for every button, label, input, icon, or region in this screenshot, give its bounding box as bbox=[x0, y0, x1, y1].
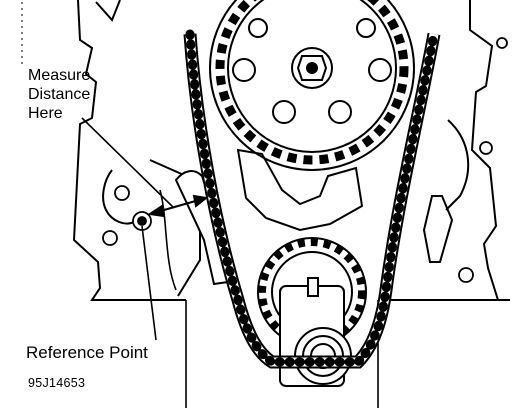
chain-tensioner bbox=[174, 148, 364, 286]
block-bolt-bosses bbox=[102, 185, 152, 246]
engine-block-left bbox=[21, 0, 201, 301]
measure-arrow bbox=[147, 194, 209, 218]
measure-distance-label: Measure Distance Here bbox=[28, 66, 90, 123]
measure-line-3: Here bbox=[28, 105, 63, 122]
timing-chain bbox=[183, 29, 441, 369]
figure-id: 95J14653 bbox=[28, 376, 86, 390]
measure-line-1: Measure bbox=[28, 67, 91, 84]
reference-point-label: Reference Point bbox=[26, 343, 148, 362]
camshaft-sprocket bbox=[209, 0, 415, 171]
leader-lines bbox=[81, 117, 175, 341]
measure-line-2: Distance bbox=[28, 86, 91, 103]
engine-block-right bbox=[185, 0, 510, 408]
right-bolt-bosses bbox=[458, 37, 508, 283]
